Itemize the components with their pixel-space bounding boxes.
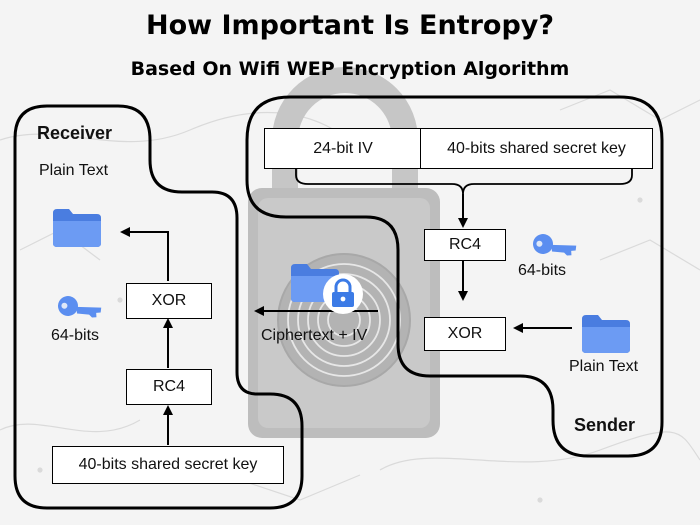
sender-rc4-box: RC4 xyxy=(424,229,506,261)
sender-region xyxy=(245,95,664,458)
arrow-xor-to-plaintext xyxy=(120,227,169,281)
page-title: How Important Is Entropy? xyxy=(145,10,555,41)
receiver-key-box: 40-bits shared secret key xyxy=(52,446,284,484)
lock-icon xyxy=(323,274,363,314)
key-icon xyxy=(54,283,105,332)
sender-key-size: 64-bits xyxy=(518,262,567,279)
iv-box: 24-bit IV xyxy=(264,128,422,169)
sender-label: Sender xyxy=(574,415,636,435)
sender-xor-box: XOR xyxy=(424,317,506,351)
receiver-rc4-box: RC4 xyxy=(126,369,212,405)
sender-key-box: 40-bits shared secret key xyxy=(420,128,653,169)
page-subtitle: Based On Wifi WEP Encryption Algorithm xyxy=(130,58,570,80)
folder-icon xyxy=(53,209,101,247)
receiver-xor-box: XOR xyxy=(126,283,212,319)
receiver-plaintext-label: Plain Text xyxy=(39,162,109,179)
receiver-label: Receiver xyxy=(37,123,113,143)
sender-plaintext-label: Plain Text xyxy=(569,358,639,375)
folder-icon xyxy=(582,315,630,353)
ciphertext-label: Ciphertext + IV xyxy=(261,327,368,344)
receiver-key-size: 64-bits xyxy=(51,327,100,344)
receiver-region xyxy=(13,104,304,510)
